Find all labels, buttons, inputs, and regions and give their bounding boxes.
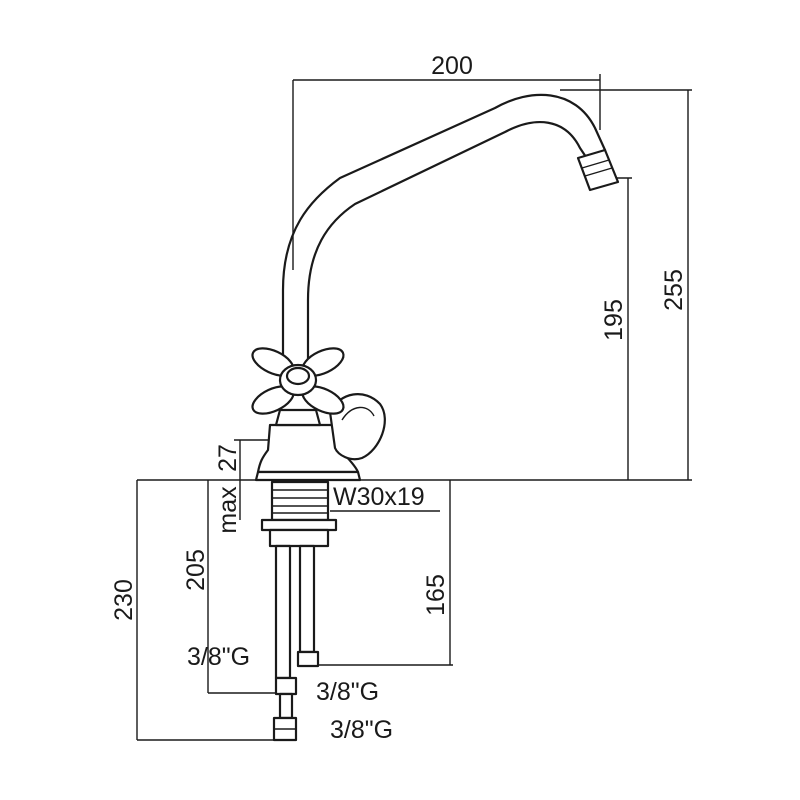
dimension-labels: 200 255 195 27 max W30x19 205 165 230 3/…: [110, 52, 688, 744]
label-230: 230: [110, 579, 138, 621]
dimension-lines: [136, 74, 692, 741]
label-thread-bottom: 3/8"G: [330, 716, 393, 744]
spout: [281, 93, 607, 367]
cross-handle: [251, 347, 345, 427]
valve-body: [254, 393, 386, 482]
label-205: 205: [182, 549, 210, 591]
label-w30x19: W30x19: [333, 483, 425, 511]
label-thread-right: 3/8"G: [316, 678, 379, 706]
mounting-nut: [260, 480, 338, 548]
supply-tubes: [272, 544, 320, 742]
label-165: 165: [422, 574, 450, 616]
aerator: [576, 148, 620, 192]
label-195: 195: [600, 299, 628, 341]
label-200: 200: [431, 52, 473, 80]
label-thread-upper-left: 3/8"G: [187, 643, 250, 671]
label-27: 27: [214, 444, 242, 472]
label-255: 255: [660, 269, 688, 311]
label-max: max: [214, 486, 242, 534]
